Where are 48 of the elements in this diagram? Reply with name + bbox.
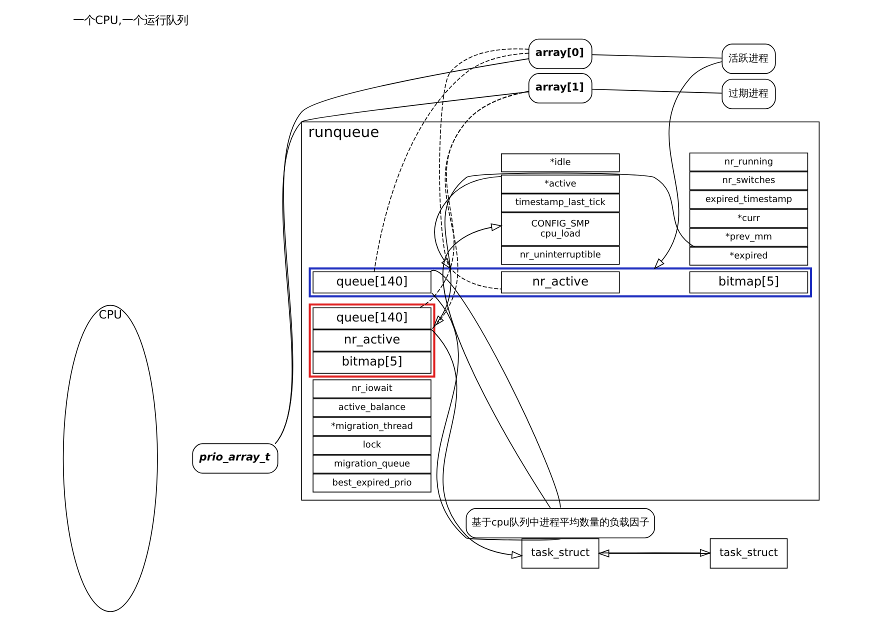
node-box: nr_active (312, 329, 431, 352)
connector (591, 54, 722, 59)
node-box: 基于cpu队列中进程平均数量的负载因子 (465, 508, 654, 538)
node-box: migration_queue (312, 454, 431, 474)
node-box: lock (312, 436, 431, 455)
node-ellipse: CPU (62, 304, 158, 612)
node-box: *migration_thread (312, 417, 431, 436)
arrow (653, 61, 722, 270)
connector (418, 91, 529, 308)
node-box: 活跃进程 (721, 44, 776, 74)
node-box: timestamp_last_tick (500, 194, 620, 212)
node-box: prio_array_t (192, 443, 278, 474)
node-box: *curr (688, 209, 808, 228)
connector (438, 48, 529, 290)
node-box: array[1] (528, 73, 592, 104)
node-box: *prev_mm (688, 228, 808, 247)
node-box: *active (500, 174, 620, 194)
connector (373, 52, 529, 272)
node-box: array[0] (528, 38, 592, 70)
node-box: task_struct (520, 538, 599, 569)
arrow (430, 328, 523, 559)
node-box: best_expired_prio (312, 474, 431, 492)
connector (430, 292, 560, 540)
node-box: bitmap[5] (688, 271, 808, 294)
node-box: nr_uninterruptible (500, 246, 620, 265)
connector (430, 90, 529, 330)
diagram-title: 一个CPU,一个运行队列 (72, 12, 188, 27)
node-box: active_balance (312, 398, 431, 418)
node-box: *idle (500, 153, 620, 172)
node-box: expired_timestamp (688, 190, 808, 210)
node-box: queue[140] (312, 307, 431, 330)
node-box: nr_running (688, 152, 808, 172)
connector (429, 270, 560, 508)
node-box: nr_active (500, 271, 620, 294)
node-box: nr_iowait (312, 379, 431, 398)
node-box: *expired (688, 246, 808, 266)
node-box: queue[140] (312, 271, 431, 294)
node-box: bitmap[5] (312, 352, 431, 374)
connector (591, 88, 722, 94)
cluster (308, 267, 812, 298)
arrow (432, 172, 695, 327)
node-box: 过期进程 (721, 78, 776, 110)
node-box: CONFIG_SMP cpu_load (500, 212, 620, 246)
node-box: nr_switches (688, 171, 808, 190)
node-box: task_struct (709, 538, 788, 569)
cluster (308, 303, 435, 378)
arrow (442, 223, 550, 509)
arrow (434, 176, 502, 270)
